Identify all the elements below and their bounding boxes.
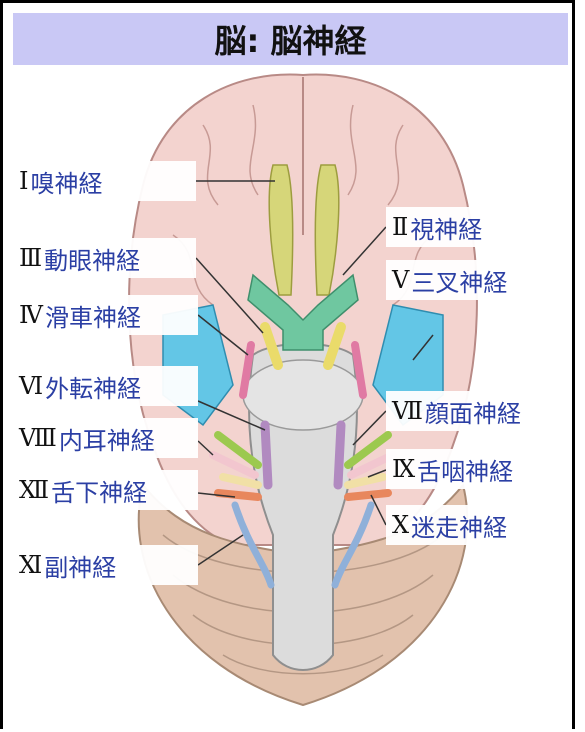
- nerve-name: 嗅神経: [30, 164, 102, 199]
- nerve-number: Ⅺ: [19, 551, 42, 579]
- nerve-name: 舌咽神経: [417, 452, 513, 487]
- label-vagus-nerve[interactable]: Ⅹ 迷走神経: [386, 505, 558, 545]
- nerve-number: Ⅹ: [392, 511, 409, 539]
- nerve-number: Ⅸ: [392, 455, 415, 483]
- nerve-name: 副神経: [44, 548, 116, 583]
- label-olfactory-nerve[interactable]: Ⅰ 嗅神経: [13, 161, 196, 201]
- label-oculomotor-nerve[interactable]: Ⅲ 動眼神経: [13, 238, 196, 278]
- nerve-name: 滑車神経: [45, 298, 141, 333]
- label-vestibulocochlear-nerve[interactable]: Ⅷ 内耳神経: [13, 418, 198, 458]
- label-abducens-nerve[interactable]: Ⅵ 外転神経: [13, 366, 198, 406]
- nerve-name: 顔面神経: [425, 394, 521, 429]
- nerve-number: Ⅶ: [392, 397, 423, 425]
- label-hypoglossal-nerve[interactable]: Ⅻ 舌下神経: [13, 470, 198, 510]
- nerve-name: 舌下神経: [51, 473, 147, 508]
- nerve-number: Ⅲ: [19, 244, 42, 272]
- label-trigeminal-nerve[interactable]: Ⅴ 三叉神経: [386, 260, 558, 300]
- label-facial-nerve[interactable]: Ⅶ 顔面神経: [386, 391, 558, 431]
- nerve-number: Ⅱ: [392, 213, 408, 241]
- nerve-name: 迷走神経: [411, 508, 507, 543]
- label-accessory-nerve[interactable]: Ⅺ 副神経: [13, 545, 198, 585]
- label-glossopharyngeal-nerve[interactable]: Ⅸ 舌咽神経: [386, 449, 558, 489]
- figure-frame: 脳: 脳神経: [0, 0, 575, 729]
- nerve-number: Ⅷ: [19, 424, 57, 452]
- nerve-number: Ⅻ: [19, 476, 49, 504]
- nerve-number: Ⅳ: [19, 301, 43, 329]
- nerve-name: 視神経: [410, 210, 482, 245]
- nerve-number: Ⅵ: [19, 372, 43, 400]
- nerve-name: 三叉神経: [411, 263, 507, 298]
- figure-title: 脳: 脳神経: [13, 13, 568, 65]
- nerve-name: 動眼神経: [44, 241, 140, 276]
- label-trochlear-nerve[interactable]: Ⅳ 滑車神経: [13, 295, 198, 335]
- nerve-name: 外転神経: [45, 369, 141, 404]
- nerve-name: 内耳神経: [59, 421, 155, 456]
- label-optic-nerve[interactable]: Ⅱ 視神経: [386, 207, 558, 247]
- nerve-number: Ⅴ: [392, 266, 409, 294]
- nerve-number: Ⅰ: [19, 167, 28, 195]
